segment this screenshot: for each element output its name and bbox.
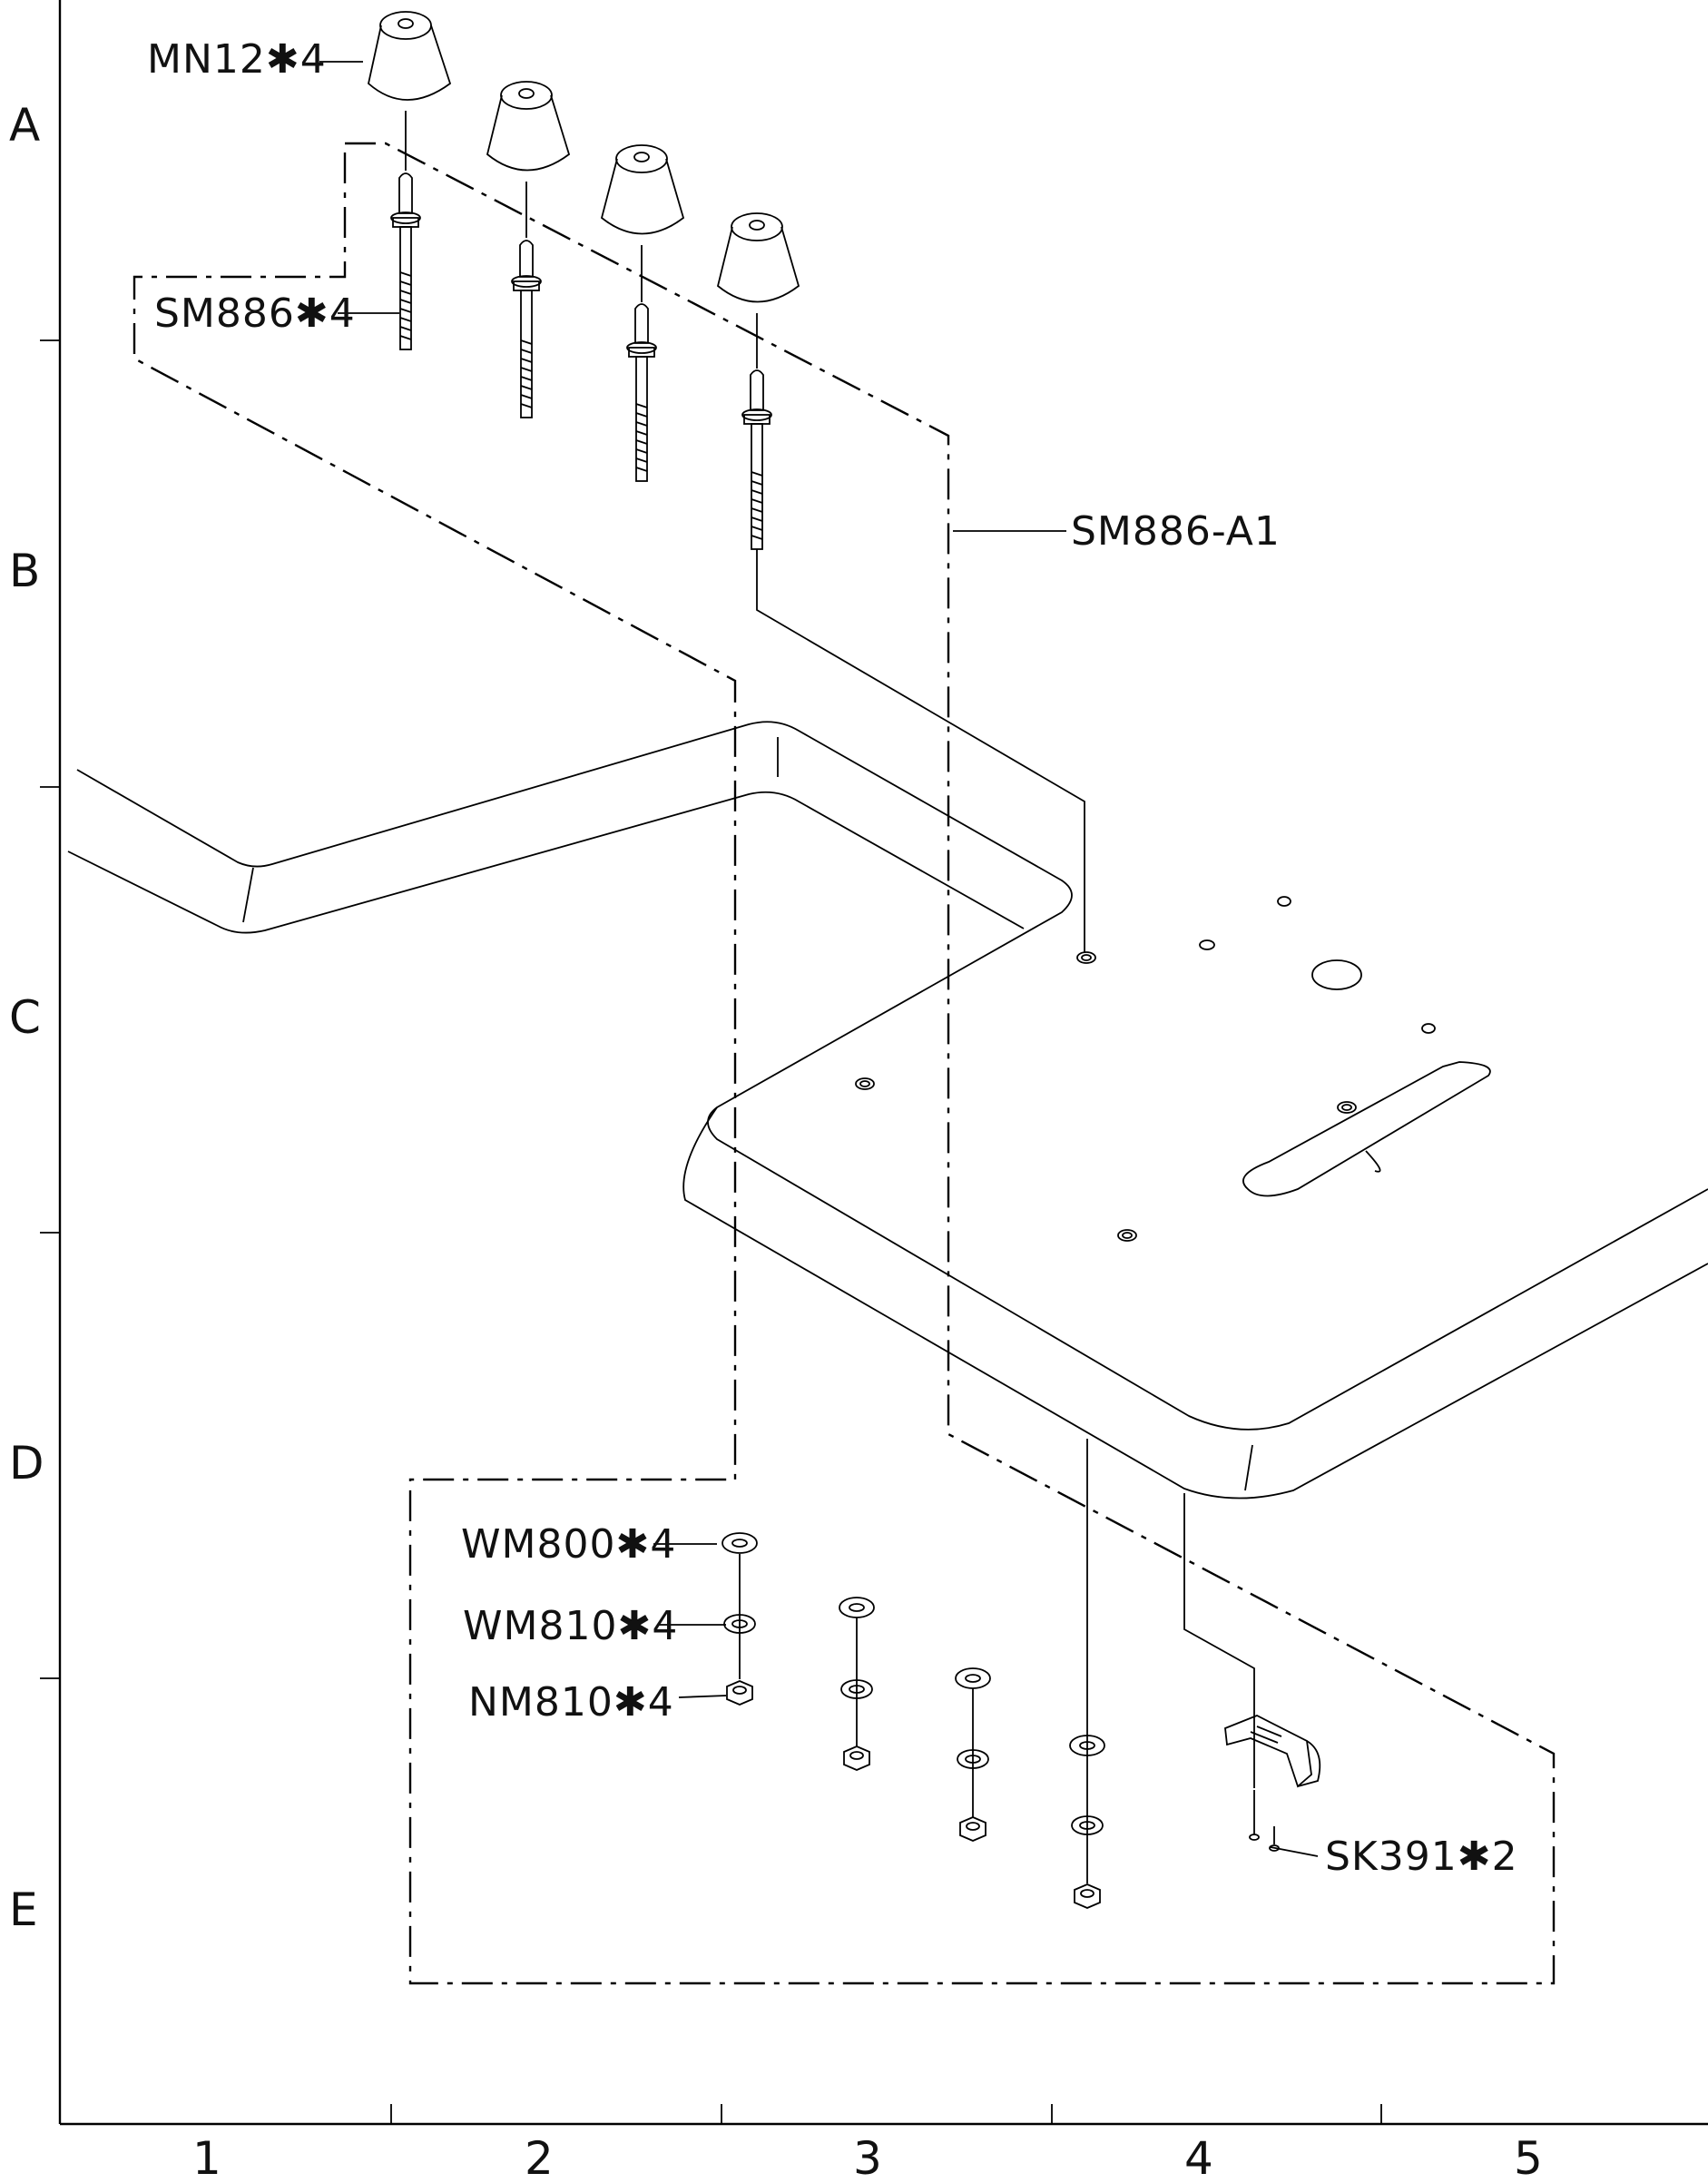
grid-row-b: B <box>9 545 40 597</box>
nut <box>1074 1883 1101 1909</box>
grid-col-5: 5 <box>1514 2132 1543 2183</box>
spring-washer <box>1071 1815 1104 1835</box>
stud-bolt <box>626 303 657 482</box>
grid-col-3: 3 <box>853 2132 882 2183</box>
assembly-boundary <box>133 142 1556 1985</box>
mounting-bracket <box>1224 1715 1321 1788</box>
drawing-frame <box>40 0 1708 2126</box>
grid-col-1: 1 <box>192 2132 221 2183</box>
stud-bolt <box>741 369 772 550</box>
grid-row-e: E <box>9 1883 38 1936</box>
grid-col-4: 4 <box>1184 2132 1213 2183</box>
callout-washer: WM800✱4 <box>461 1521 676 1568</box>
callout-rubber-cushion: MN12✱4 <box>147 36 327 83</box>
grid-column-labels: 1 2 3 4 5 <box>192 2132 1543 2183</box>
rubber-cushion <box>486 81 571 172</box>
callout-stud-bolt: SM886✱4 <box>154 290 356 337</box>
grid-row-labels: A B C D E <box>9 99 44 1936</box>
washer <box>1069 1735 1105 1756</box>
nut <box>726 1680 753 1706</box>
screw <box>1249 1823 1260 1841</box>
nut <box>959 1816 987 1842</box>
spring-washer <box>723 1614 756 1634</box>
washer <box>721 1532 758 1554</box>
stud-bolt <box>390 172 421 350</box>
callout-screw: SK391✱2 <box>1325 1834 1518 1880</box>
rubber-cushion <box>600 144 685 235</box>
grid-row-d: D <box>9 1437 44 1490</box>
rubber-cushion <box>716 212 800 303</box>
stud-bolt <box>511 240 542 418</box>
leader-lines <box>319 61 1319 1883</box>
washer <box>955 1667 991 1689</box>
grid-row-c: C <box>9 991 41 1044</box>
callout-assembly: SM886-A1 <box>1071 508 1281 555</box>
nut <box>843 1745 870 1771</box>
grid-row-a: A <box>9 99 40 152</box>
washer <box>839 1597 875 1618</box>
callout-spring-washer: WM810✱4 <box>463 1603 678 1649</box>
rubber-cushion <box>368 11 452 101</box>
table-top <box>67 721 1708 1500</box>
grid-col-2: 2 <box>525 2132 554 2183</box>
screw <box>1269 1826 1280 1852</box>
callout-nut: NM810✱4 <box>468 1679 674 1726</box>
